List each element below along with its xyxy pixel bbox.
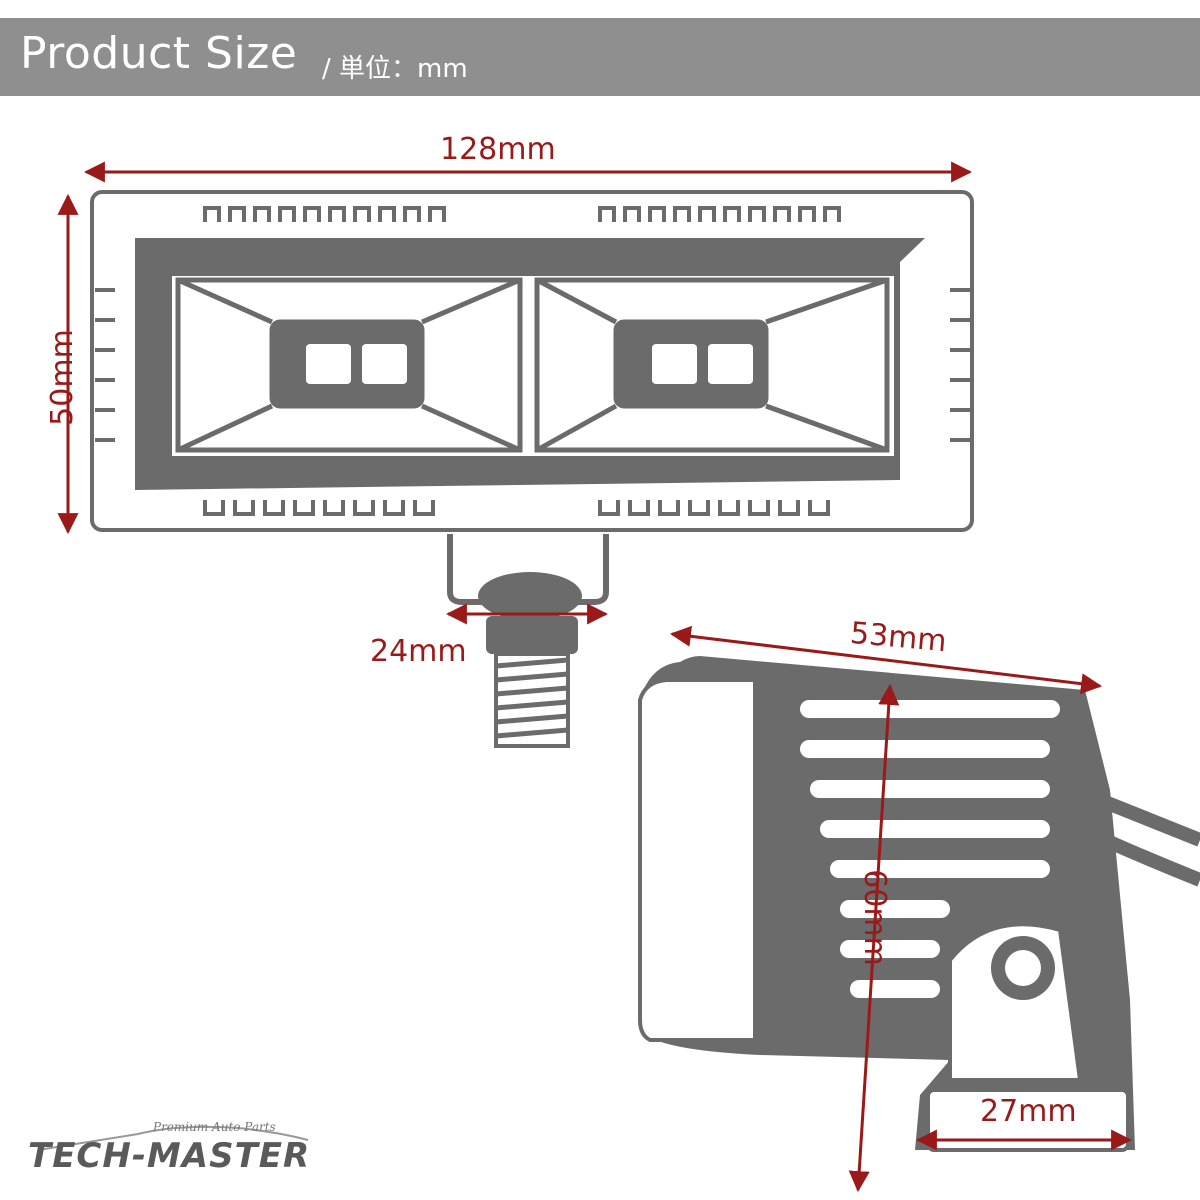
mount-label: 27mm (980, 1094, 1077, 1129)
header-bar: Product Size / 単位：mm (0, 18, 1200, 96)
depth-arrow (669, 625, 1103, 695)
car-outline-icon (37, 1125, 309, 1151)
side-height-label: 60mm (856, 869, 892, 966)
front-view-light (90, 190, 974, 748)
side-view-light (638, 656, 1200, 1152)
reflector-right (534, 277, 890, 453)
dimension-lines (57, 161, 1133, 1193)
logo-tagline: Premium Auto Parts (153, 1120, 276, 1134)
page-title: Product Size (20, 28, 298, 79)
side-height-arrow (848, 683, 900, 1193)
height-label: 50mm (44, 329, 80, 426)
width-label: 128mm (440, 132, 556, 167)
logo-name: TECH-MASTER (28, 1136, 311, 1176)
brand-logo: Premium Auto Parts TECH-MASTER (28, 1120, 328, 1190)
unit-subtitle: / 単位：mm (322, 54, 468, 84)
bolt-label: 24mm (370, 634, 467, 669)
